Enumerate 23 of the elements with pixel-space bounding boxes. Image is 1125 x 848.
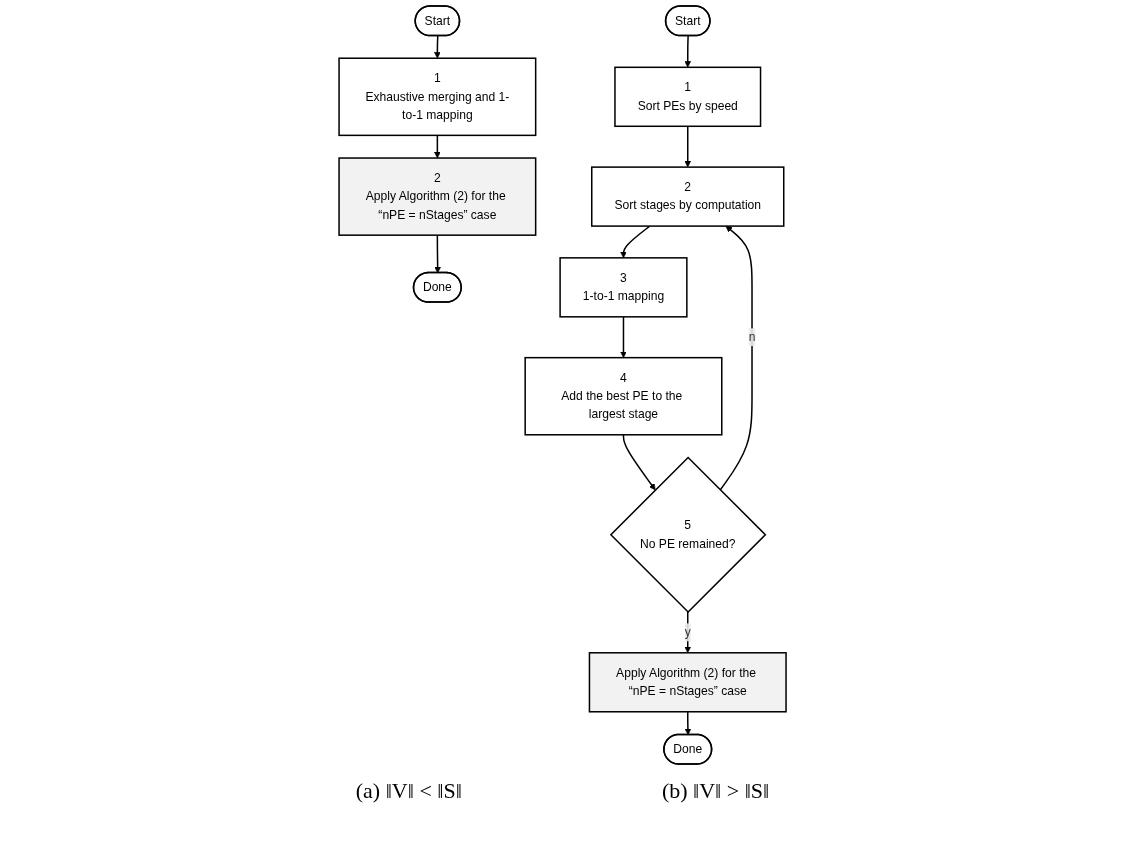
figure-caption: (a) ‖V‖ < ‖S‖ <box>355 778 462 804</box>
edge-label: y <box>684 625 691 639</box>
arrow <box>620 225 651 259</box>
arrow <box>622 434 656 491</box>
arrow <box>719 225 753 491</box>
arrow <box>433 35 441 59</box>
node-box: Apply Algorithm (2) for the “nPE = nStages” case <box>588 652 787 713</box>
node-diamond: 5 No PE remained? <box>609 456 767 614</box>
node-box: 2 Sort stages by computation <box>590 166 785 227</box>
arrow <box>684 711 692 736</box>
node-box: 3 1-to-1 mapping <box>559 257 688 318</box>
figure-caption: (b) ‖V‖ > ‖S‖ <box>661 778 770 804</box>
arrow <box>684 125 691 168</box>
node-box: 1 Exhaustive merging and 1-to-1 mapping <box>338 57 537 137</box>
arrow <box>684 611 691 654</box>
node-box: 4 Add the best PE to the largest stage <box>524 356 723 436</box>
edge-label: n <box>748 330 756 344</box>
arrow <box>433 134 441 159</box>
arrow <box>684 35 691 68</box>
node-box: 2 Apply Algorithm (2) for the “nPE = nStages” case <box>338 157 537 236</box>
arrow <box>434 234 441 274</box>
arrow <box>620 316 627 358</box>
node-box: 1 Sort PEs by speed <box>614 66 762 128</box>
